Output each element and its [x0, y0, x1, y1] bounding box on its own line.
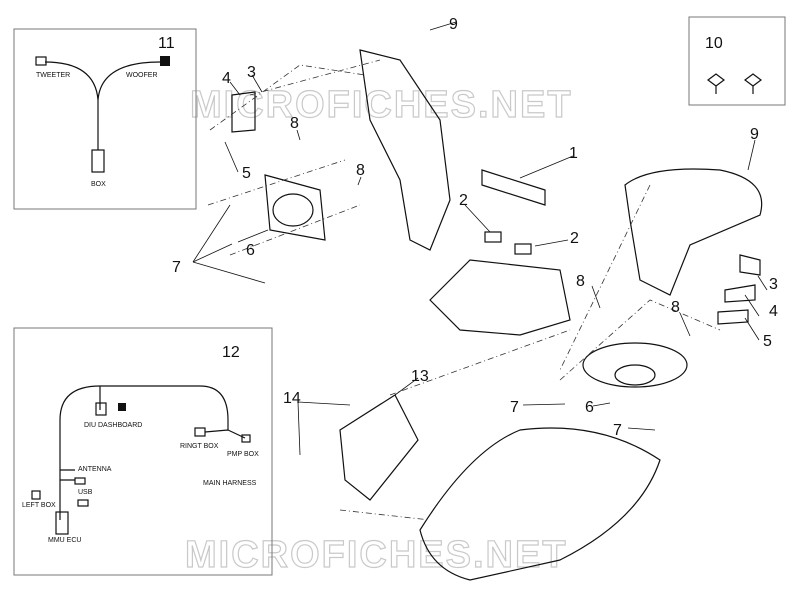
ringt-connector: [194, 427, 206, 437]
callout-7-right: 7: [613, 422, 622, 439]
callout-9-right: 9: [750, 126, 759, 143]
clip-2-upper: [484, 231, 502, 243]
inset-box-11: 11 TWEETER WOOFER BOX: [13, 28, 197, 210]
callout-14: 14: [283, 390, 301, 407]
callout-2-right: 2: [570, 230, 579, 247]
callout-13: 13: [411, 368, 429, 385]
inset-box-10: 10: [688, 16, 786, 106]
diu-connector: [95, 402, 107, 416]
callout-3-left: 3: [247, 64, 256, 81]
callout-8-b: 8: [356, 162, 365, 179]
usb-connector: [77, 499, 89, 507]
box-label: BOX: [91, 181, 106, 188]
callout-7-left: 7: [172, 259, 181, 276]
box-connector: [91, 149, 105, 173]
woofer-connector: [160, 56, 170, 66]
callout-5-right: 5: [763, 333, 772, 350]
box10-number: 10: [705, 35, 723, 52]
usb-label: USB: [78, 489, 93, 496]
tweeter-label: TWEETER: [36, 72, 70, 79]
clip-fastener-b: [744, 73, 762, 94]
callout-8-d: 8: [671, 299, 680, 316]
callout-7-mid: 7: [510, 399, 519, 416]
fairing-tray: [419, 427, 661, 581]
callout-8-a: 8: [290, 115, 299, 132]
callout-1: 1: [569, 145, 578, 162]
assembly-lines: [207, 59, 721, 521]
amplifier-module: [339, 394, 419, 501]
leader-lines: [192, 21, 768, 456]
pmp-label: PMP BOX: [227, 451, 259, 458]
right-tweeter-parts: [717, 254, 761, 325]
main-harness-label: MAIN HARNESS: [203, 480, 257, 487]
harness-wire: [44, 61, 161, 101]
antenna-label: ANTENNA: [78, 466, 112, 473]
clip-fastener-a: [707, 73, 725, 94]
watermark-bottom: MICROFICHES.NET: [185, 534, 568, 576]
mmu-label: MMU ECU: [48, 537, 81, 544]
left-box-connector: [31, 490, 41, 500]
left-speaker: [264, 174, 326, 241]
right-speaker: [582, 342, 688, 388]
left-box-label: LEFT BOX: [22, 502, 56, 509]
callout-8-c: 8: [576, 273, 585, 290]
clip-2-lower: [514, 243, 532, 255]
left-fairing-bracket: [359, 49, 451, 251]
pmp-connector: [241, 434, 251, 443]
callout-5-left: 5: [242, 165, 251, 182]
box12-number: 12: [222, 344, 240, 361]
callout-6-left: 6: [246, 242, 255, 259]
woofer-label: WOOFER: [126, 72, 158, 79]
callout-3-right: 3: [769, 276, 778, 293]
ringt-label: RINGT BOX: [180, 443, 219, 450]
callout-4-left: 4: [222, 70, 231, 87]
callout-4-right: 4: [769, 303, 778, 320]
diu-label: DIU DASHBOARD: [84, 422, 142, 429]
callout-9-top: 9: [449, 16, 458, 33]
relay-unit: [481, 169, 546, 206]
tweeter-housing-left: [231, 91, 256, 133]
dashboard-harness: [59, 385, 229, 430]
frame-bracket: [429, 259, 571, 336]
callout-2-left: 2: [459, 192, 468, 209]
antenna-connector: [74, 477, 86, 485]
box11-number: 11: [158, 35, 175, 52]
right-fairing-bracket: [624, 168, 763, 296]
tweeter-connector: [35, 56, 47, 66]
inset-box-12: 12 DIU DASHBOARD ANTENNA USB LEFT BOX MM…: [13, 327, 273, 576]
callout-6-right: 6: [585, 399, 594, 416]
watermark-top: MICROFICHES.NET: [190, 84, 573, 126]
mmu-connector: [55, 511, 69, 535]
